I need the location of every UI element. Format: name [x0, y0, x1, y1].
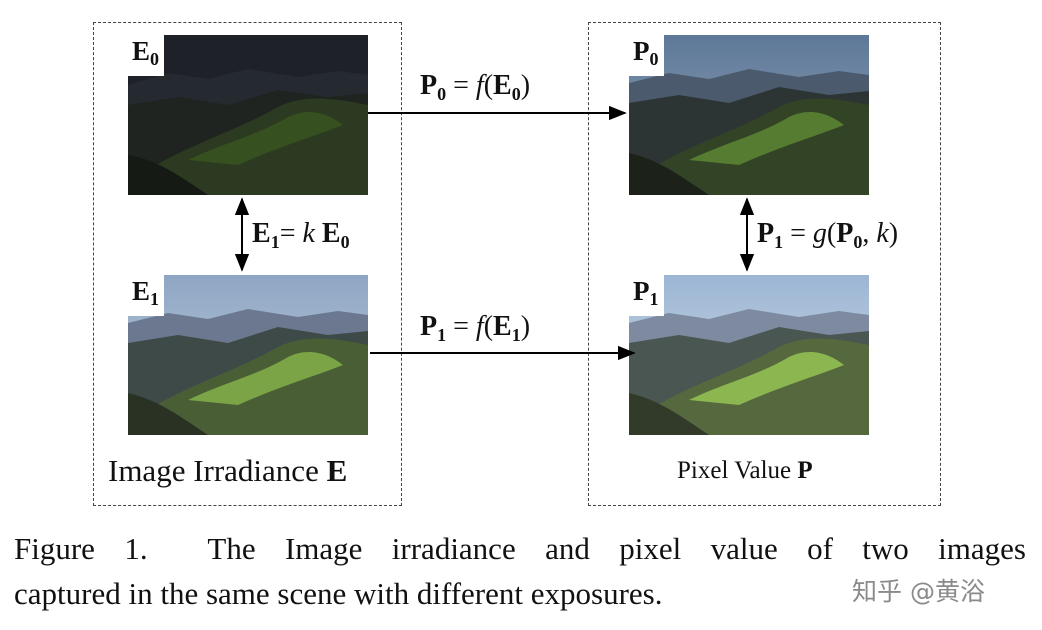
photo-label-e0: E0: [128, 35, 165, 76]
formula-top-mapping: P0 = f(E0): [420, 70, 531, 104]
photo-e0: E0: [128, 35, 368, 195]
landscape-image-p1: [629, 275, 869, 435]
figure-caption: Figure 1. The Image irradiance and pixel…: [14, 526, 1026, 616]
right-panel-title: Pixel Value P: [677, 457, 813, 484]
formula-irradiance-relation: E1= k E0: [252, 218, 350, 252]
right-panel-frame: [588, 22, 941, 506]
caption-line-1: Figure 1. The Image irradiance and pixel…: [14, 531, 1026, 566]
photo-p1: P1: [629, 275, 869, 435]
landscape-image-p0: [629, 35, 869, 195]
formula-pixel-relation: P1 = g(P0, k): [757, 218, 899, 252]
photo-label-p1: P1: [629, 275, 664, 316]
caption-line-2: captured in the same scene with differen…: [14, 576, 663, 611]
landscape-image-e0: [128, 35, 368, 195]
left-panel-frame: [93, 22, 402, 506]
photo-e1: E1: [128, 275, 368, 435]
formula-bottom-mapping: P1 = f(E1): [420, 311, 531, 345]
photo-p0: P0: [629, 35, 869, 195]
photo-label-p0: P0: [629, 35, 664, 76]
left-panel-title: Image Irradiance E: [108, 453, 348, 488]
landscape-image-e1: [128, 275, 368, 435]
watermark: 知乎 @黄浴: [852, 577, 985, 606]
photo-label-e1: E1: [128, 275, 165, 316]
